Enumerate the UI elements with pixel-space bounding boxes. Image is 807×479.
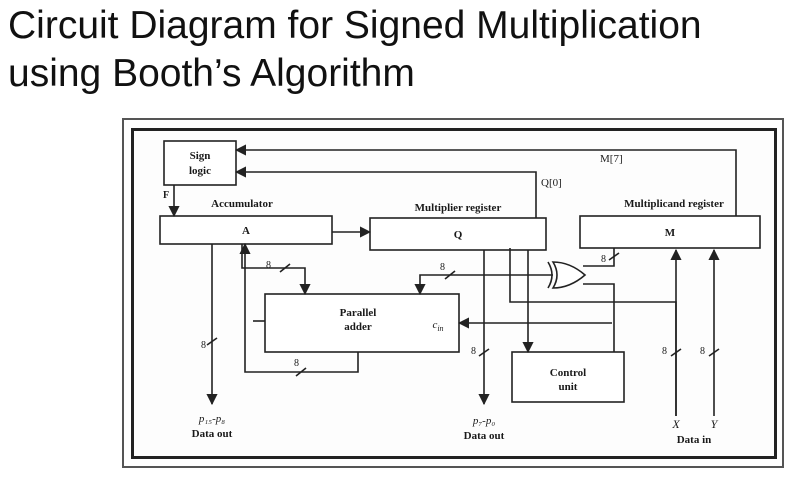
title-line-1: Circuit Diagram for Signed Multiplicatio… <box>8 4 702 47</box>
bus-width-8: 8 <box>700 346 705 357</box>
parallel-adder-block: Parallel adder cin <box>264 293 460 353</box>
slide-title: Circuit Diagram for Signed Multiplicatio… <box>8 2 702 98</box>
data-out-high-label: Data out <box>192 428 233 440</box>
multiplier-name: Q <box>454 229 463 241</box>
io-labels: p₁₅-p₈ Data out p₇-p₀ Data out X Y Data … <box>192 413 719 446</box>
label-q0: Q[0] <box>541 177 562 189</box>
adder-label-2: adder <box>344 321 372 333</box>
sign-logic-label-2: logic <box>189 165 211 177</box>
multiplier-title: Multiplier register <box>415 202 502 214</box>
wires <box>168 144 737 416</box>
bus-width-7: 8 <box>662 346 667 357</box>
label-m7: M[7] <box>600 153 623 165</box>
bus-width-4: 8 <box>294 358 299 369</box>
xor-gate <box>547 261 587 289</box>
data-out-low-label: Data out <box>464 430 505 442</box>
bus-width-5: 8 <box>471 346 476 357</box>
control-unit-block: Control unit <box>511 351 625 403</box>
control-label-2: unit <box>559 381 578 393</box>
sign-logic-block: Sign logic <box>163 140 237 186</box>
bus-width-1: 8 <box>201 340 206 351</box>
data-out-high-symbol: p₁₅-p₈ <box>198 413 225 425</box>
signal-labels: F M[7] Q[0] 8 8 8 8 8 8 8 8 <box>163 153 705 369</box>
bus-width-3: 8 <box>440 262 445 273</box>
input-x-label: X <box>671 417 680 431</box>
bus-width-6: 8 <box>601 254 606 265</box>
title-line-2: using Booth’s Algorithm <box>8 52 415 95</box>
label-f: F <box>163 190 169 201</box>
multiplicand-register-block: Multiplicand register M <box>579 198 761 249</box>
data-out-low-symbol: p₇-p₀ <box>472 415 495 427</box>
multiplicand-name: M <box>665 227 676 239</box>
multiplicand-title: Multiplicand register <box>624 198 724 210</box>
sign-logic-label-1: Sign <box>190 150 211 162</box>
multiplier-register-block: Multiplier register Q <box>369 202 547 251</box>
adder-label-1: Parallel <box>340 307 377 319</box>
accumulator-name: A <box>242 225 250 237</box>
bus-slashes <box>206 252 720 377</box>
accumulator-block: Accumulator A <box>159 198 333 245</box>
bus-width-2: 8 <box>266 260 271 271</box>
adder-cin-label: cin <box>432 319 443 333</box>
accumulator-title: Accumulator <box>211 198 273 210</box>
data-in-label: Data in <box>677 434 712 446</box>
input-y-label: Y <box>711 417 719 431</box>
control-label-1: Control <box>550 367 586 379</box>
